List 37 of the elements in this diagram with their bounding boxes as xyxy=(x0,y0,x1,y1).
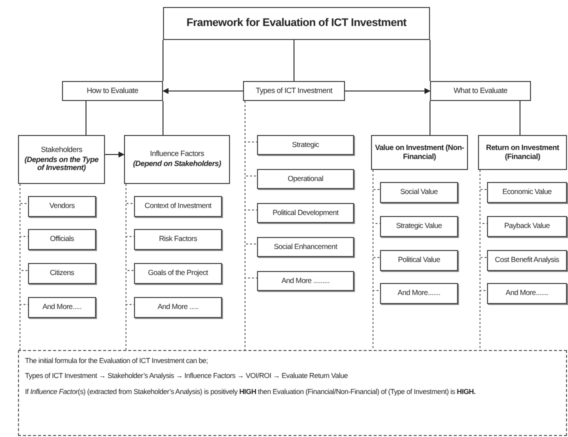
arrow xyxy=(104,152,124,158)
category-box xyxy=(62,81,163,101)
item-box xyxy=(134,263,222,284)
item-box xyxy=(134,297,222,318)
category-box xyxy=(371,135,468,170)
item-box xyxy=(134,229,222,250)
item-box xyxy=(28,229,96,250)
item-box xyxy=(380,250,458,271)
arrow xyxy=(344,88,430,94)
category-box xyxy=(243,81,345,101)
category-box xyxy=(124,135,230,184)
category-box xyxy=(430,81,531,101)
item-box xyxy=(257,271,354,291)
formula-note-box xyxy=(18,350,567,436)
item-box xyxy=(487,283,567,304)
connector-line xyxy=(162,40,164,82)
item-box xyxy=(134,196,222,217)
title-box xyxy=(163,7,430,40)
item-box xyxy=(257,135,354,155)
category-box xyxy=(18,135,105,184)
item-box xyxy=(257,203,354,223)
box-label: Framework for Evaluation of ICT Investment xyxy=(186,17,406,30)
item-box xyxy=(257,237,354,257)
item-box xyxy=(380,283,458,304)
item-box xyxy=(28,263,96,284)
item-box xyxy=(487,216,567,237)
item-box xyxy=(487,182,567,203)
item-box xyxy=(380,216,458,237)
category-box xyxy=(478,135,567,170)
arrow xyxy=(162,88,244,94)
item-box xyxy=(28,196,96,217)
item-box xyxy=(28,297,96,318)
item-box xyxy=(487,250,567,271)
dashed-connector xyxy=(372,170,374,350)
item-box xyxy=(257,169,354,189)
item-box xyxy=(380,182,458,203)
connector-line xyxy=(162,100,164,136)
